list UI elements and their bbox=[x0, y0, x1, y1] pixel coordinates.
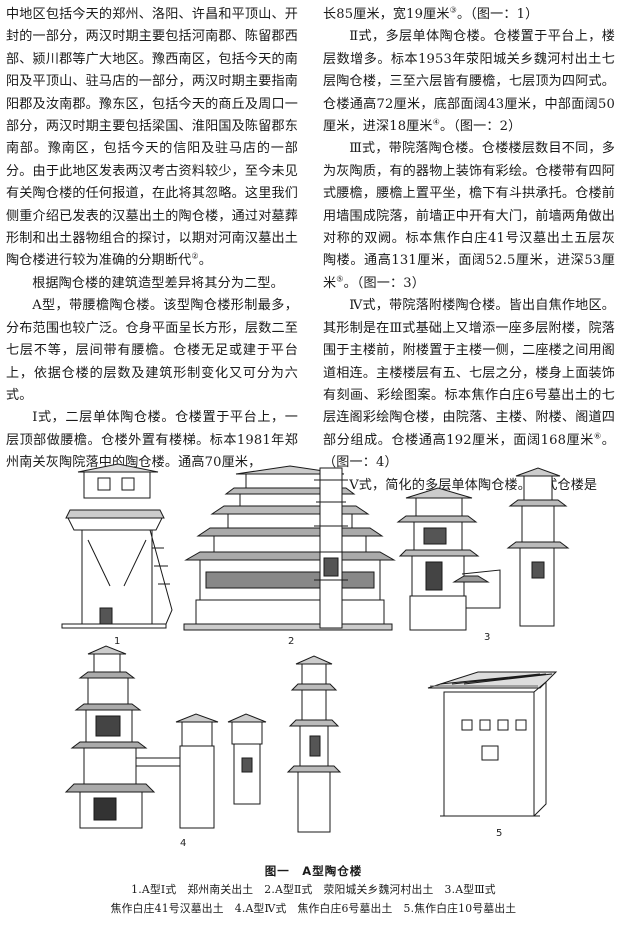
figure-number-3: 3 bbox=[484, 632, 491, 643]
footnote-ref: ② bbox=[191, 252, 199, 262]
figure-number-2: 2 bbox=[288, 636, 295, 647]
granary-drawing-4-tower bbox=[286, 655, 342, 833]
paragraph-style-4: Ⅳ式，带院落附楼陶仓楼。皆出自焦作地区。其形制是在Ⅲ式基础上又增添一座多层附楼，… bbox=[323, 295, 615, 474]
footnote-ref: ③ bbox=[449, 5, 457, 15]
footnote-ref: ⑥ bbox=[593, 431, 602, 441]
granary-drawing-5 bbox=[427, 671, 558, 817]
paragraph-style-1: Ⅰ式，二层单体陶仓楼。仓楼置于平台上，一层顶部做腰檐。仓楼外置有楼梯。标本198… bbox=[6, 410, 298, 471]
paragraph-type-a: A型，带腰檐陶仓楼。该型陶仓楼形制最多，分布范围也较广泛。仓身平面呈长方形，层数… bbox=[6, 298, 298, 403]
paragraph-text: 中地区包括今天的郑州、洛阳、许昌和平顶山、开封的一部分，两汉时期主要包括河南郡、… bbox=[6, 7, 298, 269]
paragraph-text: Ⅱ式，多层单体陶仓楼。仓楼置于平台上，楼层数增多。标本1953年荥阳城关乡魏河村… bbox=[323, 29, 615, 135]
paragraph-text: 长85厘米，宽19厘米 bbox=[323, 7, 450, 22]
paragraph-end: 。 bbox=[198, 253, 212, 269]
right-text-column: 长85厘米，宽19厘米③。（图一：1） Ⅱ式，多层单体陶仓楼。仓楼置于平台上，楼… bbox=[323, 4, 615, 497]
granary-drawing-3 bbox=[396, 467, 570, 631]
figure-number-5: 5 bbox=[496, 828, 503, 839]
figure-number-1: 1 bbox=[114, 636, 121, 647]
paragraph-types: 根据陶仓楼的建筑造型差异将其分为二型。 bbox=[32, 275, 284, 291]
granary-drawings bbox=[61, 463, 570, 833]
paragraph-style-2: Ⅱ式，多层单体陶仓楼。仓楼置于平台上，楼层数增多。标本1953年荥阳城关乡魏河村… bbox=[323, 26, 615, 138]
paragraph-style-3: Ⅲ式，带院落陶仓楼。仓楼楼层数目不同，多为灰陶质，有的器物上装饰有彩绘。仓楼带有… bbox=[323, 138, 615, 295]
paragraph-end: 。（图一：2） bbox=[440, 119, 522, 135]
granary-drawing-4 bbox=[64, 645, 267, 829]
footnote-ref: ⑤ bbox=[336, 274, 344, 284]
paragraph-text: Ⅳ式，带院落附楼陶仓楼。皆出自焦作地区。其形制是在Ⅲ式基础上又增添一座多层附楼，… bbox=[323, 298, 615, 448]
paragraph-style-1-cont: 长85厘米，宽19厘米③。（图一：1） bbox=[323, 4, 615, 26]
granary-drawing-1 bbox=[61, 463, 173, 629]
figure-caption-title: 图一 A型陶仓楼 bbox=[264, 864, 363, 878]
figure-caption-line-2: 焦作白庄41号汉墓出土 4.A型Ⅳ式 焦作白庄6号墓出土 5.焦作白庄10号墓出… bbox=[110, 902, 517, 915]
granary-drawing-2 bbox=[183, 465, 396, 631]
paragraph-end: 。（图一：4） bbox=[323, 432, 615, 471]
figure-number-4: 4 bbox=[180, 838, 187, 849]
paragraph-end: 。（图一：1） bbox=[456, 7, 539, 22]
left-text-column: 中地区包括今天的郑州、洛阳、许昌和平顶山、开封的一部分，两汉时期主要包括河南郡、… bbox=[6, 4, 298, 475]
footnote-ref: ④ bbox=[432, 117, 440, 127]
figure-caption-line-1: 1.A型Ⅰ式 郑州南关出土 2.A型Ⅱ式 荥阳城关乡魏河村出土 3.A型Ⅲ式 bbox=[131, 883, 496, 896]
paragraph-regions: 中地区包括今天的郑州、洛阳、许昌和平顶山、开封的一部分，两汉时期主要包括河南郡、… bbox=[6, 4, 298, 273]
paragraph-text: Ⅲ式，带院落陶仓楼。仓楼楼层数目不同，多为灰陶质，有的器物上装饰有彩绘。仓楼带有… bbox=[323, 141, 615, 291]
paragraph-end: 。（图一：3） bbox=[343, 275, 425, 291]
figure-a-type-granaries: 1 2 3 4 5 bbox=[0, 458, 627, 858]
